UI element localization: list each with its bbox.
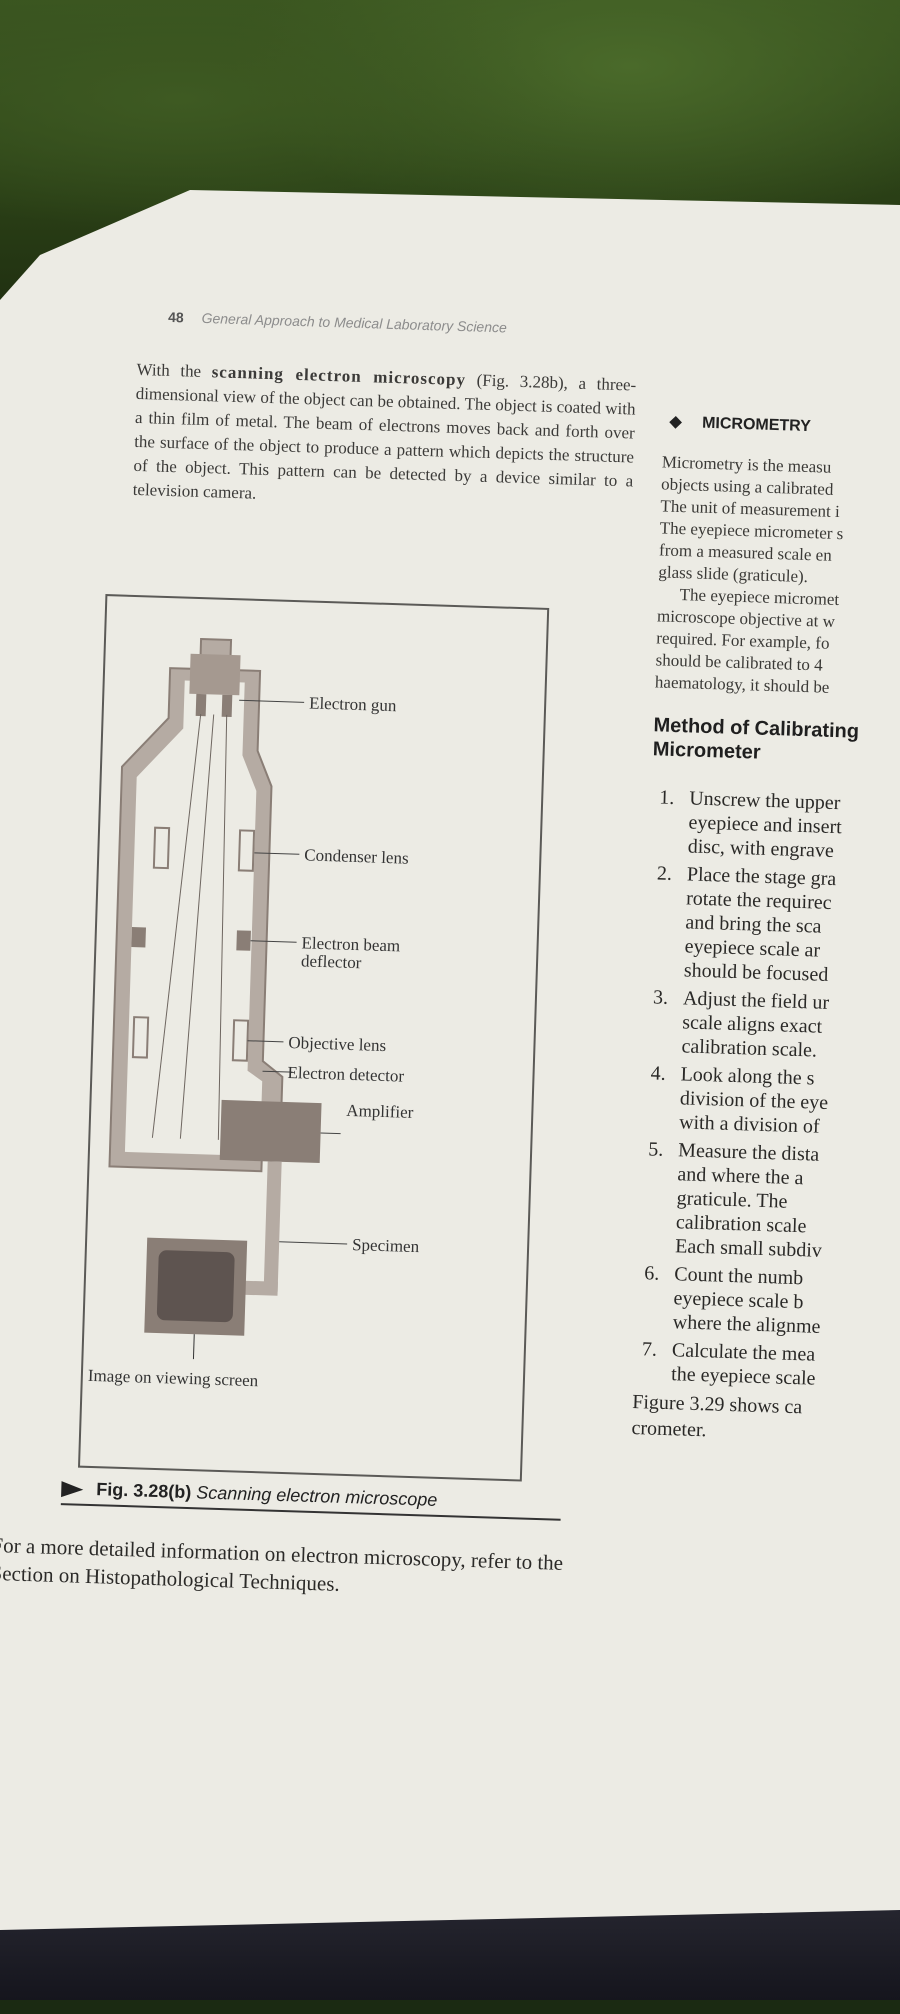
- step-line: rotate the requirec: [685, 887, 832, 914]
- section-title: MICROMETRY: [702, 413, 900, 442]
- label-specimen: Specimen: [352, 1235, 420, 1256]
- para1-line: objects using a calibrated: [660, 474, 834, 499]
- running-header: 48 General Approach to Medical Laborator…: [168, 309, 688, 341]
- step-line: Measure the dista: [677, 1139, 820, 1166]
- label-objective-lens: Objective lens: [288, 1033, 386, 1055]
- label-electron-gun: Electron gun: [309, 693, 397, 715]
- leader-lines: [239, 699, 348, 1245]
- para2-line: required. For example, fo: [656, 628, 830, 653]
- intro-text: (Fig. 3.28b), a three-dimensional view o…: [132, 370, 637, 503]
- right-column: MICROMETRY Micrometry is the measu objec…: [631, 411, 900, 1449]
- step-line: graticule. The: [676, 1187, 788, 1213]
- step-line: Place the stage gra: [686, 863, 837, 891]
- method-title: Method of Calibrating Micrometer: [652, 714, 860, 764]
- step-line: Calculate the mea: [671, 1339, 816, 1366]
- caption-text: Scanning electron microscope: [196, 1482, 438, 1510]
- amplifier-box: [219, 1099, 322, 1164]
- micrometry-para-2: The eyepiece micromet microscope objecti…: [655, 583, 900, 701]
- figure-frame: Electron gun Condenser lens Electron bea…: [77, 594, 550, 1482]
- closing-note: Figure 3.29 shows ca crometer.: [631, 1389, 893, 1449]
- column-inner: [124, 680, 263, 1156]
- page-number: 48: [167, 308, 184, 326]
- step-line: Count the numb: [674, 1263, 804, 1290]
- intro-term: scanning electron microscopy: [211, 362, 467, 390]
- amplifier-cable: [263, 1161, 282, 1292]
- para2-line: microscope objective at w: [656, 606, 836, 631]
- step-number: 1.: [658, 786, 675, 809]
- condenser-lens-left: [152, 826, 171, 870]
- para1-line: The eyepiece micrometer s: [659, 518, 844, 544]
- step-line: scale aligns exact: [681, 1011, 823, 1038]
- intro-lead: With the: [136, 359, 202, 381]
- objective-lens-left: [131, 1016, 150, 1059]
- step-line: where the alignme: [672, 1311, 821, 1338]
- figure-caption: Fig. 3.28(b) Scanning electron microscop…: [60, 1478, 562, 1521]
- step-number: 6.: [644, 1262, 660, 1285]
- deflector-right: [236, 930, 251, 951]
- step-line: eyepiece scale ar: [684, 935, 821, 962]
- step-line: should be focused: [683, 959, 829, 986]
- caption-label: Fig. 3.28(b): [96, 1479, 192, 1503]
- running-title: General Approach to Medical Laboratory S…: [201, 309, 508, 336]
- label-amplifier: Amplifier: [346, 1101, 414, 1122]
- step-line: eyepiece scale b: [673, 1287, 804, 1314]
- label-deflector: deflector: [301, 951, 362, 972]
- step-line: disc, with engrave: [687, 835, 835, 863]
- step-line: calibration scale.: [681, 1035, 818, 1062]
- condenser-lens-right: [237, 829, 256, 872]
- para1-line: glass slide (graticule).: [658, 562, 809, 587]
- gun-tip-right: [221, 694, 233, 718]
- viewing-screen: [156, 1250, 235, 1323]
- electron-gun-part: [189, 653, 241, 696]
- micrometry-para-1: Micrometry is the measu objects using a …: [658, 451, 900, 591]
- label-condenser-lens: Condenser lens: [304, 845, 409, 867]
- sem-diagram: Electron gun Condenser lens Electron bea…: [88, 638, 420, 1390]
- step-line: with a division of: [678, 1111, 820, 1138]
- para1-line: from a measured scale en: [658, 540, 833, 565]
- deflector-left: [131, 927, 146, 948]
- para2-line: haematology, it should be: [654, 672, 830, 697]
- step-line: the eyepiece scale: [670, 1363, 816, 1390]
- screen-pointer: [192, 1334, 195, 1360]
- footer-paragraph: For a more detailed information on elect…: [0, 1532, 564, 1596]
- intro-paragraph: With the scanning electron microscopy (F…: [132, 358, 636, 518]
- para2-line: should be calibrated to 4: [655, 650, 823, 675]
- para2-line: The eyepiece micromet: [679, 585, 840, 610]
- step-number: 5.: [647, 1138, 664, 1161]
- step-number: 3.: [652, 986, 669, 1009]
- step-line: division of the eye: [679, 1087, 829, 1114]
- step-line: and bring the sca: [685, 911, 822, 938]
- step-line: Unscrew the upper: [688, 787, 841, 815]
- para1-line: Micrometry is the measu: [661, 452, 832, 477]
- step-line: Look along the s: [680, 1063, 815, 1090]
- electron-beam: [151, 714, 228, 1140]
- step-line: eyepiece and insert: [688, 811, 843, 839]
- step-number: 4.: [650, 1062, 666, 1085]
- para1-line: The unit of measurement i: [660, 496, 841, 522]
- step-line: Each small subdiv: [674, 1235, 823, 1262]
- step-line: and where the a: [677, 1163, 804, 1190]
- step-number: 7.: [641, 1338, 658, 1361]
- closing-line: crometer.: [631, 1416, 707, 1442]
- closing-line: Figure 3.29 shows ca: [631, 1390, 803, 1419]
- step-number: 2.: [656, 862, 673, 885]
- caption-arrow-icon: [61, 1481, 84, 1499]
- gun-tip-left: [195, 693, 207, 717]
- step-line: Adjust the field ur: [682, 987, 830, 1014]
- label-electron-beam: Electron beam: [301, 933, 400, 955]
- label-electron-detector: Electron detector: [287, 1063, 404, 1086]
- label-image-screen: Image on viewing screen: [88, 1366, 259, 1390]
- step-line: calibration scale: [675, 1211, 807, 1238]
